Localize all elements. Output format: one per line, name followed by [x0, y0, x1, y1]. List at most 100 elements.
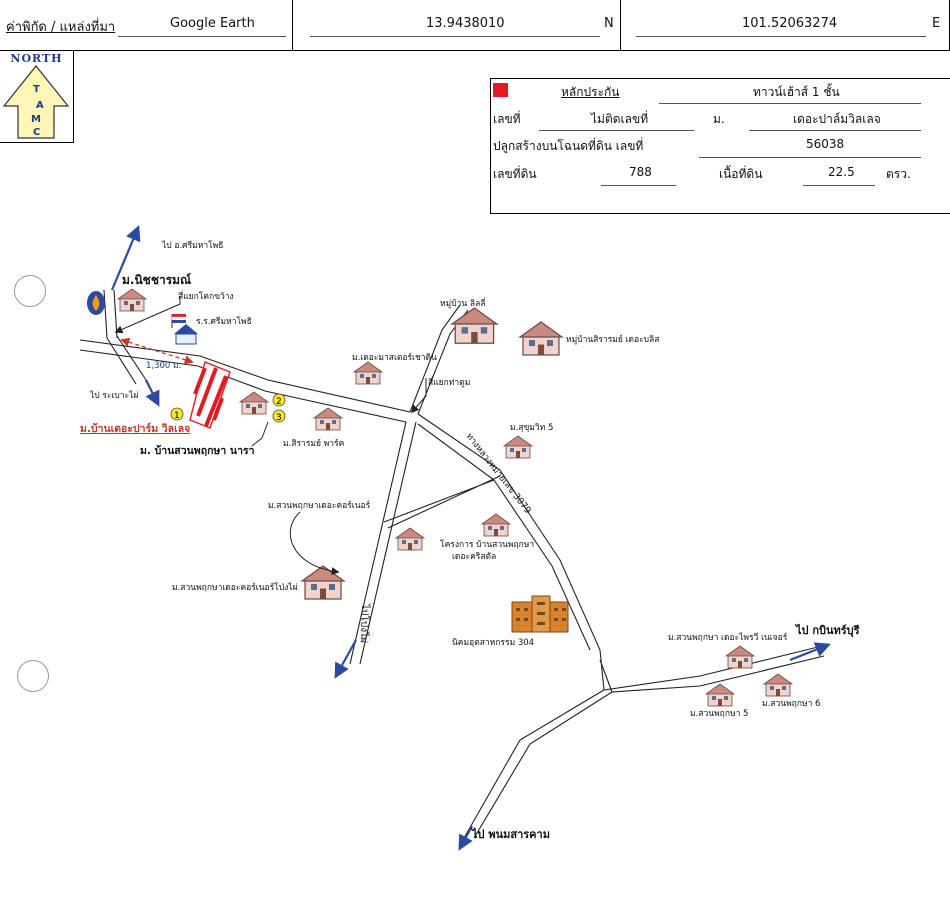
longitude-underline	[636, 36, 926, 37]
road-network	[79, 289, 825, 839]
svg-text:1: 1	[174, 411, 180, 421]
house-icon-nitcharom	[117, 288, 147, 312]
house-icon-sirarom-park	[313, 407, 343, 431]
area-value: 22.5	[828, 165, 855, 179]
house-icon-corner-bangphai	[301, 565, 345, 600]
latitude-direction: N	[604, 16, 614, 31]
arrow-to-pongphai	[334, 639, 357, 679]
school-icon	[171, 314, 198, 345]
label-to-kabinburi: ไป กบินทร์บุรี	[794, 623, 860, 638]
house-icon-lilly	[451, 307, 498, 345]
road-phanom	[463, 689, 613, 839]
type-underline	[659, 103, 921, 104]
arrow-to-kabinburi	[789, 642, 831, 662]
land-no-label: เลขที่ดิน	[493, 167, 537, 181]
latitude-value: 13.9438010	[426, 16, 505, 31]
land-no-underline	[601, 185, 676, 186]
house-icon-branch	[395, 527, 425, 551]
village-underline	[749, 130, 921, 131]
source-value: Google Earth	[170, 16, 255, 31]
road-branch-crystal	[383, 475, 501, 529]
house-icon-suanphruksa5	[705, 683, 735, 707]
gas-station-icon	[87, 291, 105, 315]
logo-letter-t: T	[33, 84, 40, 95]
industrial-building-icon	[511, 595, 569, 633]
source-label: ค่าพิกัด / แหล่งที่มา	[6, 20, 116, 35]
house-icon-suanphruksa6	[763, 673, 793, 697]
label-suan-phruksa-nara: ม. บ้านสวนพฤกษา นารา	[140, 444, 255, 457]
pointer-nara	[251, 421, 269, 447]
collateral-legend: หลักประกัน ทาวน์เฮ้าส์ 1 ชั้น เลขที่ ไม่…	[490, 78, 950, 214]
house-icon-the-privy	[725, 645, 755, 669]
label-to-phanom: ไป พนมสารคาม	[470, 827, 550, 841]
house-icon-sukhumvit5	[503, 435, 533, 459]
label-junction-khokchang: สี่แยกโคกขว้าง	[178, 290, 234, 302]
collateral-type: ทาวน์เฮ้าส์ 1 ชั้น	[753, 85, 840, 99]
land-no-value: 788	[629, 165, 652, 179]
village-value: เดอะปาล์มวิลเลจ	[793, 112, 881, 126]
marker-2: 2	[272, 393, 286, 407]
pointer-corner	[289, 511, 340, 576]
road-west-south	[106, 335, 147, 385]
arrow-to-rabao-tai	[145, 379, 160, 407]
house-no-value: ไม่ติดเลขที่	[591, 112, 649, 126]
house-no-label: เลขที่	[493, 112, 521, 126]
area-underline	[803, 185, 875, 186]
label-nitcharom: ม.นิชชารมณ์	[122, 273, 191, 287]
logo-letter-c: C	[33, 127, 40, 138]
source-underline	[118, 36, 286, 37]
house-icon-nara	[239, 391, 269, 415]
logo-letter-m: M	[31, 114, 41, 125]
coordinate-header: ค่าพิกัด / แหล่งที่มา Google Earth 13.94…	[0, 0, 950, 51]
label-to-pongphai: ไปโป่งไผ่	[358, 603, 372, 643]
house-no-underline	[539, 130, 694, 131]
label-lilly: หมู่บ้าน ลิลลี่	[440, 297, 486, 309]
label-school: ร.ร.ศรีมหาโพธิ	[196, 316, 252, 327]
label-corner-bangphai: ม.สวนพฤกษาเดอะคอร์เนอร์โป่งไผ่	[172, 582, 298, 593]
deed-underline	[699, 157, 921, 158]
marker-3: 3	[272, 409, 286, 423]
source-cell: ค่าพิกัด / แหล่งที่มา Google Earth	[0, 0, 293, 50]
house-icon-the-master	[353, 361, 383, 385]
label-industrial: นิคมอุตสาหกรรม 304	[452, 638, 534, 648]
north-arrow-icon: T A M C	[2, 65, 70, 139]
collateral-label: หลักประกัน	[561, 85, 620, 99]
north-arrow-logo: NORTH T A M C	[0, 50, 74, 143]
label-sukhumvit5: ม.สุขุมวิท 5	[510, 423, 553, 433]
binder-hole	[14, 275, 46, 307]
binder-hole	[17, 660, 49, 692]
label-distance: 1,300 ม.	[146, 361, 181, 371]
deed-value: 56038	[806, 137, 845, 151]
pointer-khokchang	[114, 296, 181, 334]
pointer-thatum	[410, 378, 427, 414]
svg-text:2: 2	[276, 397, 282, 407]
deed-label: ปลูกสร้างบนโฉนดที่ดิน เลขที่	[493, 139, 644, 153]
label-sirarom-park: ม.สิรารมย์ พาร์ค	[283, 438, 344, 449]
collateral-plot	[189, 361, 231, 429]
arrow-to-phanom	[458, 825, 473, 851]
label-to-srimahaphot: ไป อ.ศรีมหาโพธิ	[161, 240, 223, 251]
label-palm-village: ม.บ้านเดอะปาร์ม วิลเลจ	[80, 422, 190, 435]
road-highway-3079	[417, 413, 601, 651]
marker-1: 1	[170, 407, 184, 421]
collateral-swatch	[493, 83, 508, 97]
label-crystal-1: โครงการ บ้านสวนพฤกษา	[440, 539, 534, 550]
label-the-privy: ม.สวนพฤกษา เดอะไพรวี เนเจอร์	[668, 632, 788, 643]
longitude-direction: E	[932, 16, 941, 31]
area-label: เนื้อที่ดิน	[719, 167, 763, 181]
road-kabinburi	[599, 645, 825, 693]
label-crystal-2: เดอะคริสตัล	[452, 552, 496, 562]
logo-letter-a: A	[36, 100, 44, 111]
house-icon-sirarom-bliss	[519, 321, 563, 356]
label-junction-thatum: สี่แยกท่าตูม	[428, 376, 470, 388]
arrow-to-srimahaphot	[110, 225, 141, 291]
north-logo-title: NORTH	[10, 52, 63, 65]
latitude-underline	[310, 36, 600, 37]
village-label: ม.	[713, 112, 725, 126]
label-to-rabao-tai: ไป ระเบาะไผ่	[89, 390, 138, 401]
svg-text:3: 3	[276, 413, 282, 423]
label-suan-phruksa-5: ม.สวนพฤกษา 5	[690, 709, 748, 719]
label-corner-pointer: ม.สวนพฤกษาเดอะคอร์เนอร์	[268, 500, 371, 511]
area-unit: ตรว.	[886, 167, 911, 181]
